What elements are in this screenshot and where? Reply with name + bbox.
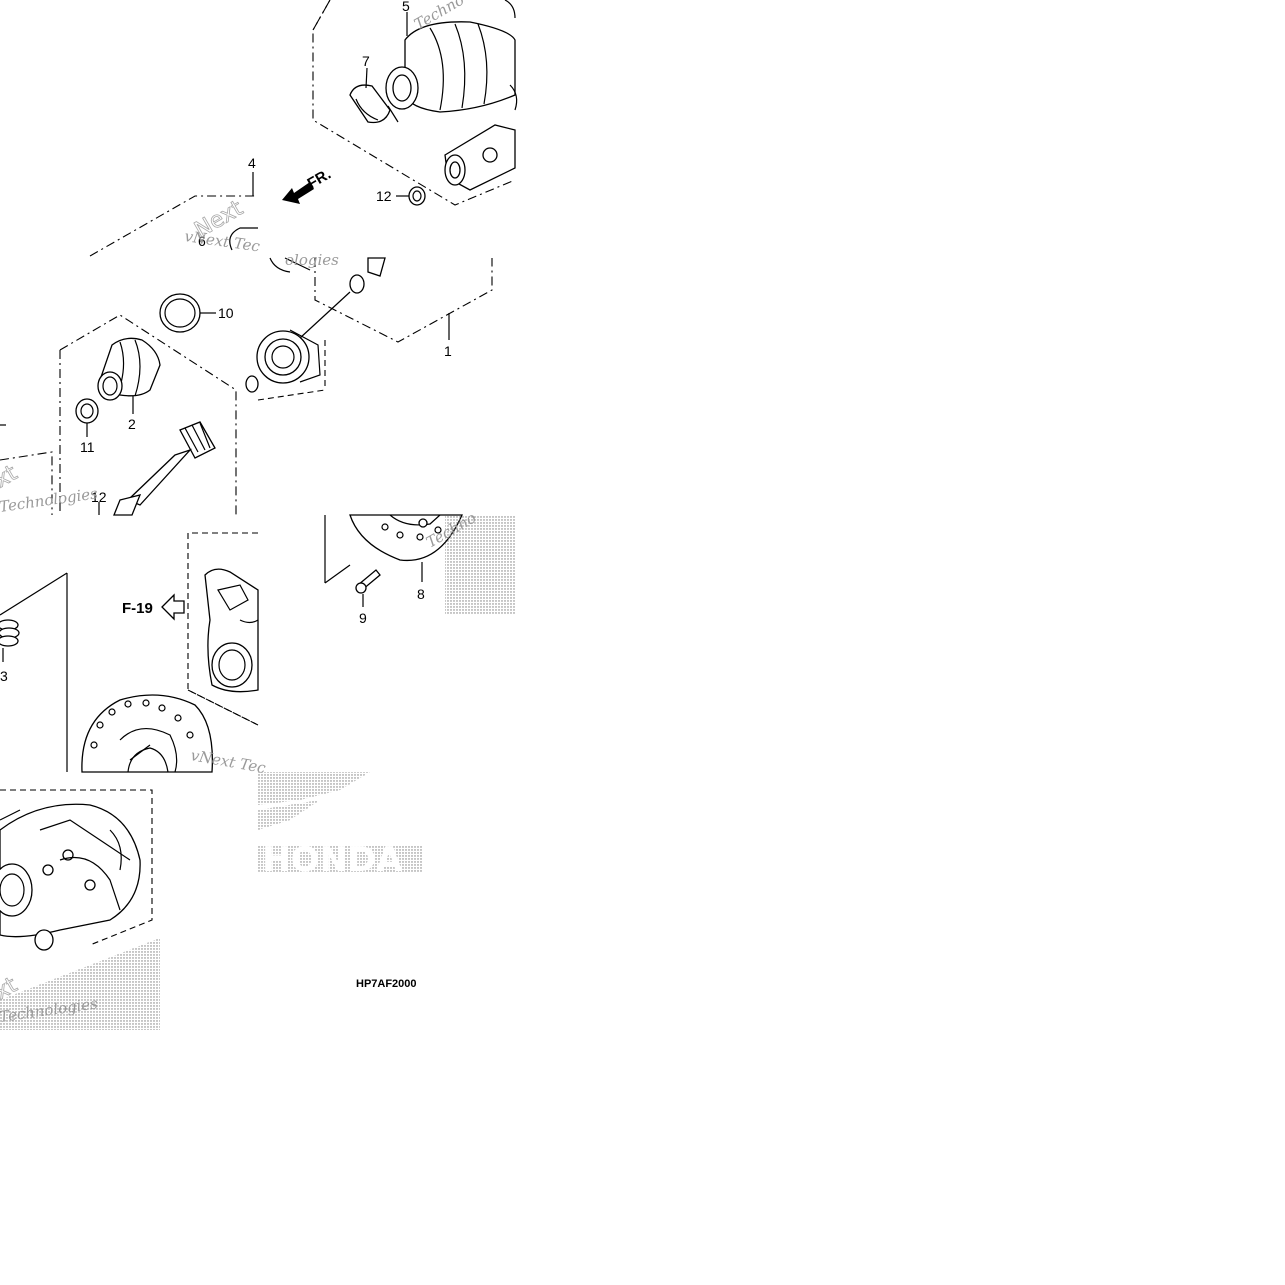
svg-text:Technologies: Technologies [0, 484, 99, 516]
watermark-tech-c: ologies [285, 251, 339, 269]
callout-4: 4 [248, 155, 256, 171]
reference-arrow-icon [161, 593, 185, 621]
callout-8: 8 [417, 586, 425, 602]
inner-boot-part [97, 337, 161, 401]
callout-12-mid: 12 [91, 489, 107, 505]
svg-text:xt: xt [0, 461, 22, 494]
inner-joint-tile: 10 2 11 12 [59, 293, 237, 516]
outer-joint-tile: 5 7 12 Techno [312, 0, 518, 206]
callout-6: 6 [198, 233, 206, 249]
svg-text:HONDA: HONDA [262, 840, 403, 880]
callout-11: 11 [80, 439, 95, 455]
callout-2: 2 [128, 416, 136, 432]
gear-case-tile: xt Technologies [0, 789, 160, 1030]
o-ring-part-top [408, 186, 426, 206]
callout-1: 1 [444, 343, 452, 359]
front-direction-arrow: FR. [282, 166, 334, 204]
brake-disc-tile: 8 9 Techno [324, 509, 515, 626]
spring-part [0, 619, 20, 647]
callout-10: 10 [218, 305, 234, 321]
o-ring-part-11 [75, 398, 99, 424]
drawing-code: HP7AF2000 [356, 978, 417, 990]
axle-shaft-part [113, 421, 216, 516]
gear-case-part [0, 803, 141, 951]
callout-3: 3 [0, 668, 8, 684]
lower-brake-disc: vNext Tec [81, 694, 268, 777]
knuckle-part [204, 568, 259, 693]
bearing-tile: 1 ologies [245, 251, 493, 401]
bolt-part [355, 569, 381, 594]
boot-part [385, 0, 516, 113]
boot-band-part [349, 84, 399, 124]
honda-logo-watermark: HONDA [258, 772, 423, 880]
joint-part [444, 84, 518, 191]
o-ring-part-10 [159, 293, 201, 333]
bearing-part [256, 329, 321, 384]
knuckle-tile: F-19 3 [0, 532, 259, 772]
reference-label: F-19 [122, 600, 153, 617]
callout-7: 7 [362, 53, 370, 69]
callout-9: 9 [359, 610, 367, 626]
callout-12-top: 12 [376, 188, 392, 204]
callout-5: 5 [402, 0, 410, 14]
